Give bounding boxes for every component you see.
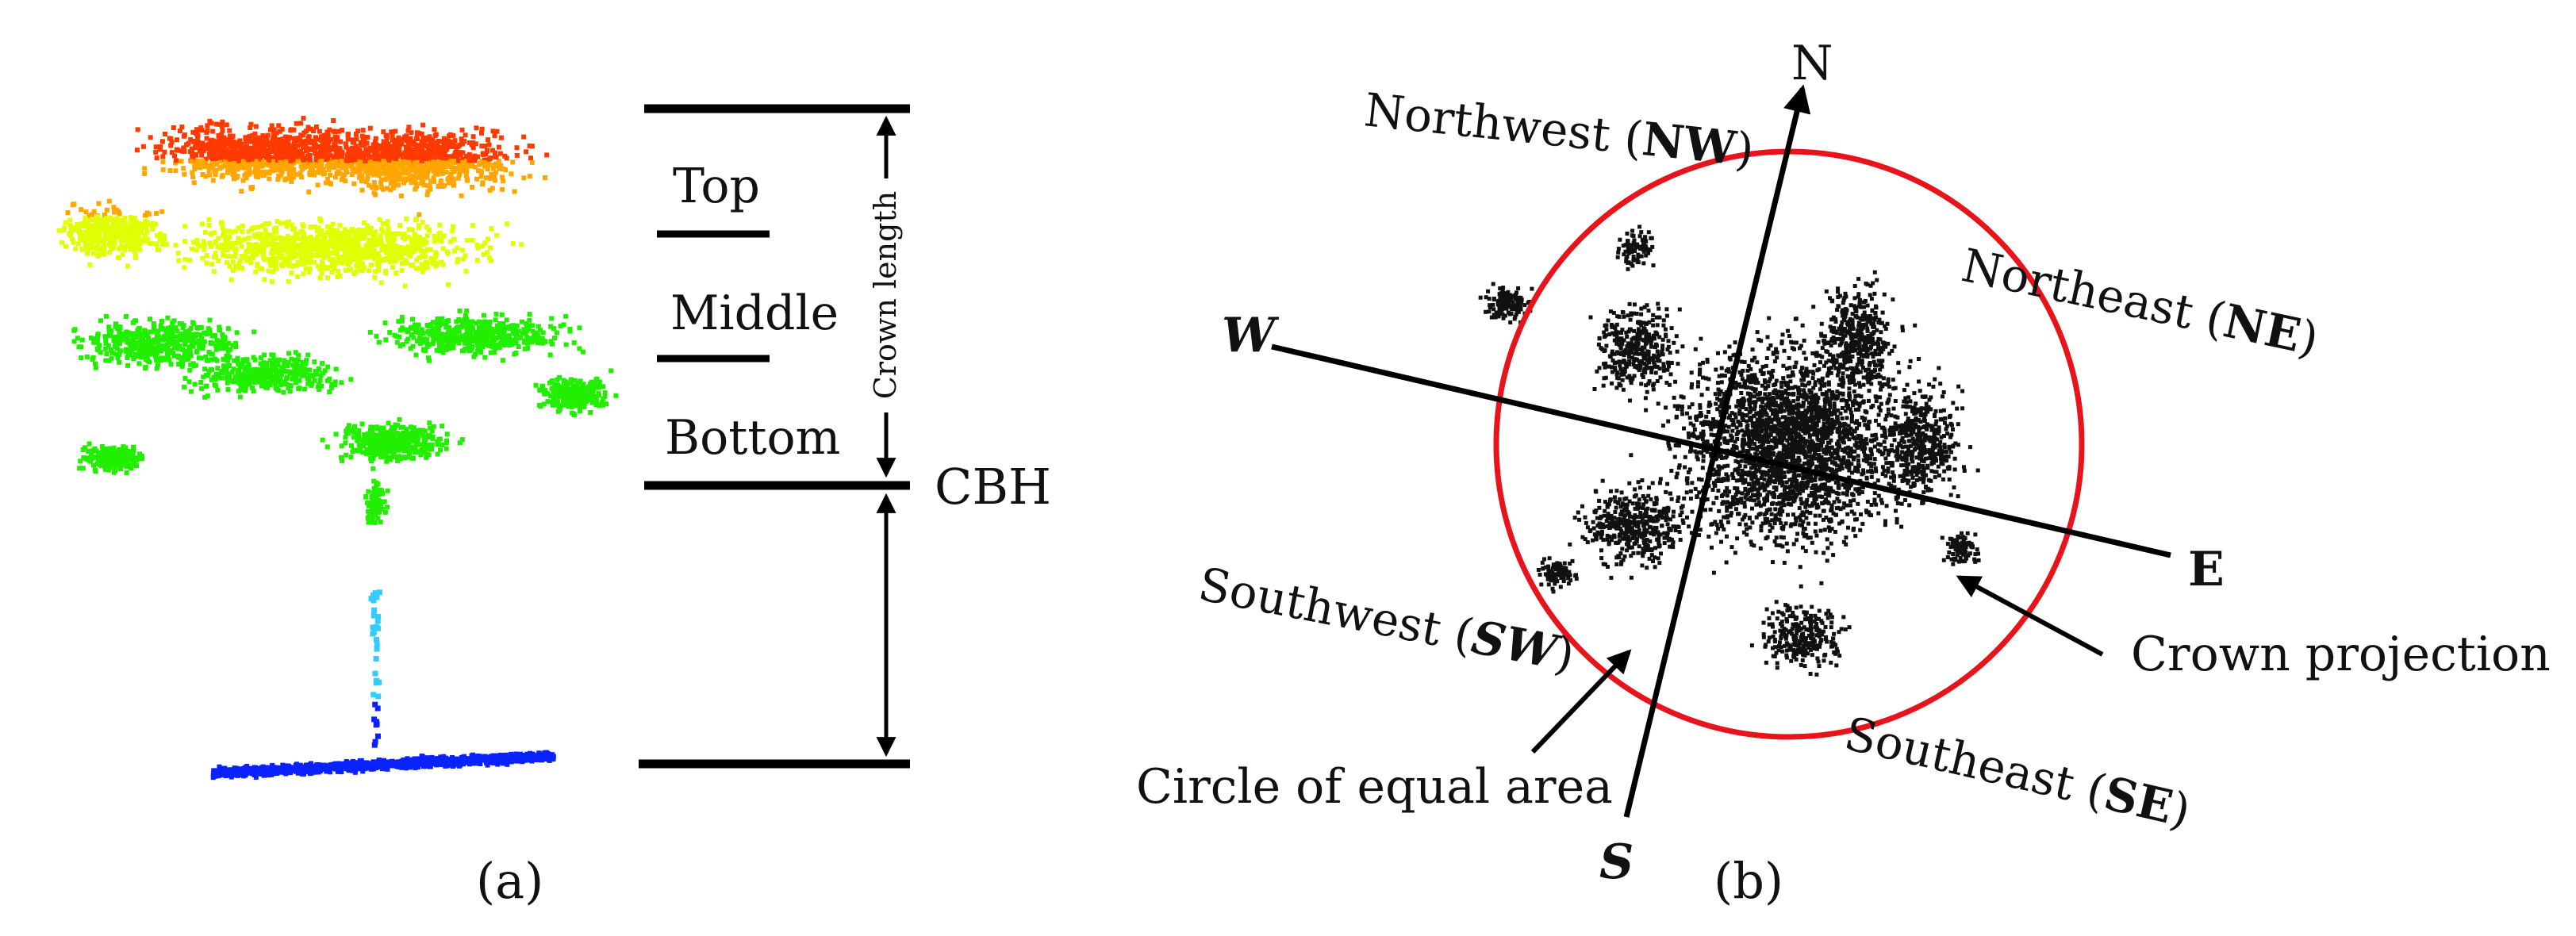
panel-a-caption: (a) bbox=[476, 852, 543, 910]
north-south-axis bbox=[1623, 84, 1811, 818]
circle-equal-area-arrow bbox=[1530, 649, 1632, 754]
crown-length-label-bg bbox=[873, 178, 899, 412]
northwest-name: Northwest ( bbox=[1362, 82, 1645, 165]
cbh-label: CBH bbox=[935, 458, 1051, 516]
panel-b: N W E S Northwest (NW) Northeast (NE) So… bbox=[1136, 36, 2551, 910]
crown-projection-points bbox=[1478, 224, 1981, 677]
southwest-name: Southwest ( bbox=[1194, 557, 1477, 663]
east-west-axis bbox=[1271, 343, 2171, 558]
layer-top-label: Top bbox=[673, 159, 760, 214]
panel-b-caption: (b) bbox=[1714, 852, 1783, 910]
west-label: W bbox=[1222, 308, 1280, 363]
southwest-abbr: SW bbox=[1468, 610, 1565, 680]
southeast-label: Southeast (SE) bbox=[1840, 706, 2195, 838]
crown-projection-label: Crown projection bbox=[2131, 627, 2551, 682]
north-label: N bbox=[1791, 36, 1833, 91]
layer-middle-label: Middle bbox=[670, 286, 839, 341]
crown-length-label: Crown length bbox=[868, 191, 903, 399]
tree-point-cloud bbox=[56, 116, 619, 781]
northwest-abbr: NW bbox=[1640, 112, 1739, 175]
southwest-label: Southwest (SW) bbox=[1194, 557, 1579, 682]
panel-a: Top Middle Bottom Crown length CBH (a) bbox=[56, 104, 1051, 910]
northeast-label: Northeast (NE) bbox=[1957, 238, 2323, 366]
crown-projection-arrow bbox=[1956, 575, 2104, 657]
northwest-label: Northwest (NW) bbox=[1362, 82, 1756, 177]
east-label: E bbox=[2188, 542, 2225, 597]
northeast-abbr: NE bbox=[2219, 293, 2305, 363]
southeast-name: Southeast ( bbox=[1840, 706, 2111, 819]
layer-bottom-label: Bottom bbox=[665, 410, 840, 466]
circle-equal-area-label: Circle of equal area bbox=[1136, 759, 1613, 815]
south-label: S bbox=[1599, 834, 1634, 890]
southeast-abbr: SE bbox=[2099, 766, 2178, 834]
northeast-name: Northeast ( bbox=[1957, 238, 2230, 347]
